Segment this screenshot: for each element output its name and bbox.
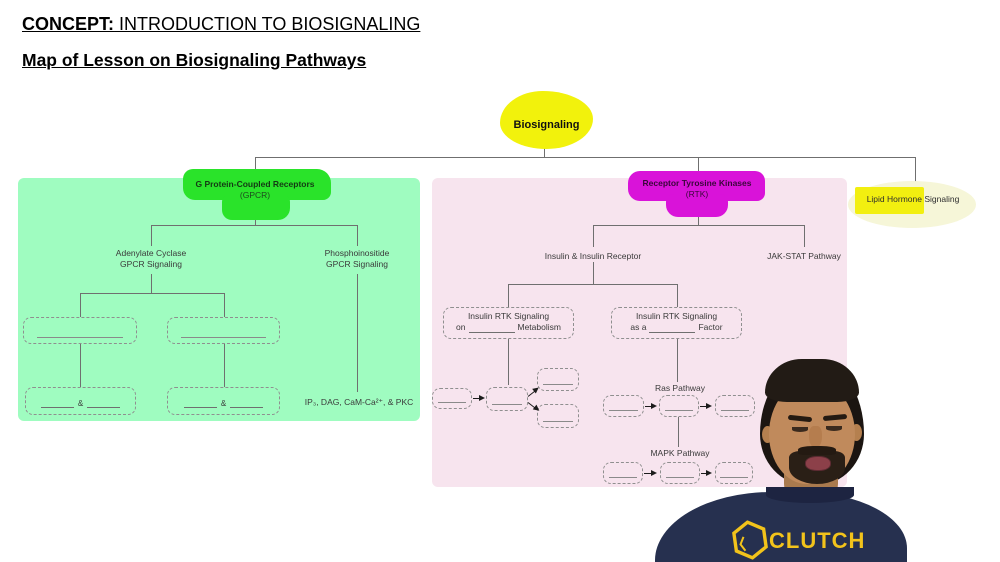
second-messengers-label: IP₃, DAG, CaM-Ca²⁺, & PKC bbox=[304, 397, 414, 407]
instructor-webcam: CLUTCH bbox=[648, 356, 912, 562]
gpcr-title: G Protein-Coupled Receptors bbox=[195, 179, 315, 189]
yellow-highlight-mark bbox=[855, 187, 924, 214]
fill-in-blank bbox=[181, 337, 266, 338]
shirt-collar bbox=[766, 487, 854, 503]
flow-blank-node bbox=[603, 462, 643, 484]
green-highlight-blob bbox=[222, 194, 290, 220]
lipid-hormone-node: Lipid Hormone Signaling bbox=[850, 194, 976, 204]
gpcr-blank-pair-node: & bbox=[25, 387, 136, 415]
fill-in-blank bbox=[649, 324, 696, 333]
mouth bbox=[805, 456, 831, 471]
fill-in-blank bbox=[491, 404, 523, 405]
yellow-highlight-blob bbox=[500, 91, 593, 149]
insulin-receptor-node: Insulin & Insulin Receptor bbox=[544, 251, 642, 261]
concept-label: CONCEPT: bbox=[22, 14, 115, 34]
rtk-abbr: (RTK) bbox=[685, 189, 709, 199]
gpcr-blank-pair-node: & bbox=[167, 387, 280, 415]
flow-blank-node bbox=[432, 388, 472, 409]
insulin-metabolism-node: Insulin RTK Signaling on Metabolism bbox=[443, 307, 574, 339]
arrow-icon bbox=[701, 469, 712, 476]
biosignaling-root-node: Biosignaling bbox=[500, 91, 593, 149]
gpcr-panel bbox=[18, 178, 420, 421]
nose bbox=[809, 426, 822, 448]
instructor-ear bbox=[762, 426, 773, 443]
fill-in-blank bbox=[40, 399, 74, 408]
arrow-icon bbox=[700, 402, 712, 409]
lesson-map-subtitle: Map of Lesson on Biosignaling Pathways bbox=[22, 50, 367, 70]
mustache bbox=[798, 446, 836, 455]
gpcr-blank-node bbox=[23, 317, 137, 344]
flow-blank-node bbox=[537, 368, 579, 391]
shirt-brand-text: CLUTCH bbox=[769, 528, 866, 553]
fill-in-blank bbox=[37, 337, 123, 338]
flow-blank-node bbox=[659, 395, 699, 417]
fill-in-blank bbox=[542, 384, 574, 385]
concept-heading: CONCEPT: INTRODUCTION TO BIOSIGNALING bbox=[22, 14, 420, 35]
instructor-hair bbox=[765, 359, 859, 402]
eye bbox=[792, 427, 808, 432]
flow-blank-node bbox=[486, 387, 528, 411]
gpcr-blank-node bbox=[167, 317, 280, 344]
gpcr-abbr: (GPCR) bbox=[239, 190, 271, 200]
ras-pathway-label: Ras Pathway bbox=[654, 383, 706, 393]
fill-in-blank bbox=[720, 477, 748, 478]
fill-in-blank bbox=[468, 324, 515, 333]
fill-in-blank bbox=[542, 421, 574, 422]
fill-in-blank bbox=[664, 410, 694, 411]
flow-blank-node bbox=[603, 395, 644, 417]
insulin-growth-factor-node: Insulin RTK Signaling as a Factor bbox=[611, 307, 742, 339]
flow-blank-node bbox=[537, 404, 579, 428]
fill-in-blank bbox=[720, 410, 750, 411]
flow-blank-node bbox=[715, 462, 753, 484]
fill-in-blank bbox=[665, 477, 695, 478]
fill-in-blank bbox=[183, 399, 217, 408]
magenta-highlight-blob bbox=[666, 194, 728, 217]
biosignaling-label: Biosignaling bbox=[513, 119, 580, 131]
fill-in-blank bbox=[608, 410, 639, 411]
flow-blank-node bbox=[660, 462, 700, 484]
fill-in-blank bbox=[608, 477, 638, 478]
eye bbox=[826, 426, 842, 431]
arrow-icon bbox=[473, 394, 485, 401]
rtk-title: Receptor Tyrosine Kinases bbox=[642, 178, 752, 188]
lipid-hormone-rest: Signaling bbox=[921, 194, 960, 204]
lipid-hormone-highlighted: Lipid Hormone bbox=[866, 194, 922, 204]
jak-stat-node: JAK-STAT Pathway bbox=[767, 251, 841, 261]
instructor-ear bbox=[851, 424, 862, 441]
fill-in-blank bbox=[230, 399, 264, 408]
concept-title: INTRODUCTION TO BIOSIGNALING bbox=[114, 14, 421, 34]
phosphoinositide-node: Phosphoinositide GPCR Signaling bbox=[324, 248, 390, 269]
arrow-icon bbox=[644, 469, 657, 476]
flow-blank-node bbox=[715, 395, 755, 417]
arrow-icon bbox=[645, 402, 657, 409]
clutch-hexagon-logo-icon bbox=[729, 518, 770, 562]
mapk-pathway-label: MAPK Pathway bbox=[650, 448, 710, 458]
adenylate-cyclase-node: Adenylate Cyclase GPCR Signaling bbox=[115, 248, 187, 269]
fill-in-blank bbox=[87, 399, 121, 408]
fill-in-blank bbox=[437, 402, 467, 403]
